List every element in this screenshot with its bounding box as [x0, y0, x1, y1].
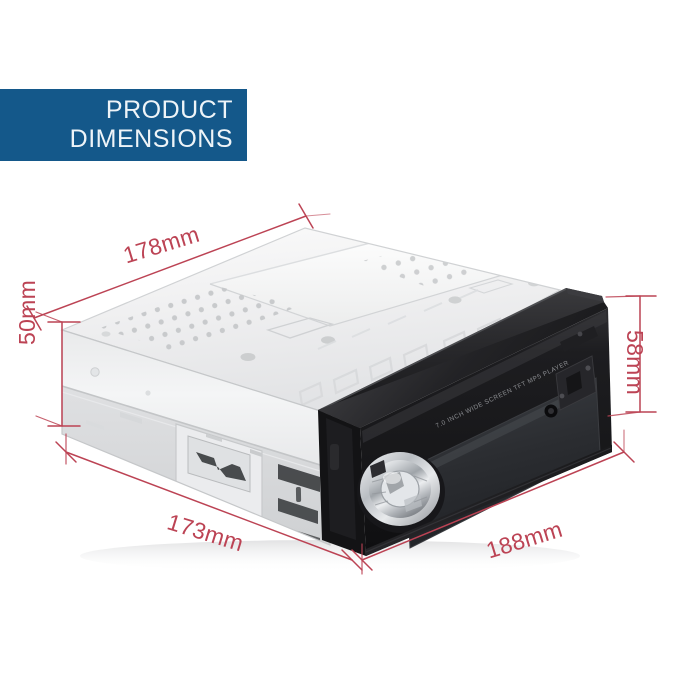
side-buttons — [555, 326, 598, 411]
dimension-label-58: 58mm — [622, 330, 648, 396]
banner-title-line1: PRODUCT — [105, 96, 233, 124]
aux-jack — [544, 404, 558, 418]
dimension-label-50: 50mm — [14, 279, 40, 345]
banner-title-line2: DIMENSIONS — [69, 125, 233, 153]
rotary-knob — [357, 451, 445, 533]
product-dimensions-banner: PRODUCT DIMENSIONS — [0, 89, 247, 161]
